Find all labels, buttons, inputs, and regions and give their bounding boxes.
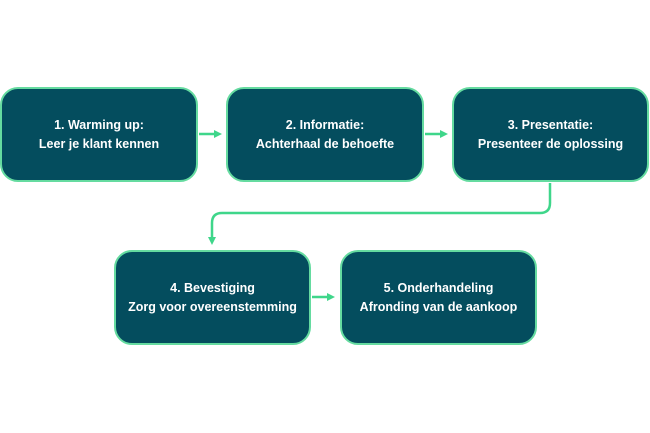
step-title: 3. Presentatie: bbox=[507, 117, 594, 132]
step-onderhandeling: 5. Onderhandeling Afronding van de aanko… bbox=[340, 250, 537, 345]
step-title: 5. Onderhandeling bbox=[383, 280, 494, 295]
step-warming-up: 1. Warming up: Leer je klant kennen bbox=[0, 87, 198, 182]
step-title: 4. Bevestiging bbox=[170, 280, 255, 295]
step-subtitle: Afronding van de aankoop bbox=[359, 299, 518, 314]
step-informatie: 2. Informatie: Achterhaal de behoefte bbox=[226, 87, 424, 182]
step-title: 1. Warming up: bbox=[54, 117, 144, 132]
step-subtitle: Achterhaal de behoefte bbox=[255, 136, 395, 151]
step-title: 2. Informatie: bbox=[285, 117, 365, 132]
step-subtitle: Zorg voor overeenstemming bbox=[128, 299, 297, 314]
step-subtitle: Presenteer de oplossing bbox=[477, 136, 624, 151]
step-presentatie: 3. Presentatie: Presenteer de oplossing bbox=[452, 87, 649, 182]
step-subtitle: Leer je klant kennen bbox=[38, 136, 160, 151]
step-bevestiging: 4. Bevestiging Zorg voor overeenstemming bbox=[114, 250, 311, 345]
arrow-step3-to-step4 bbox=[208, 183, 552, 245]
